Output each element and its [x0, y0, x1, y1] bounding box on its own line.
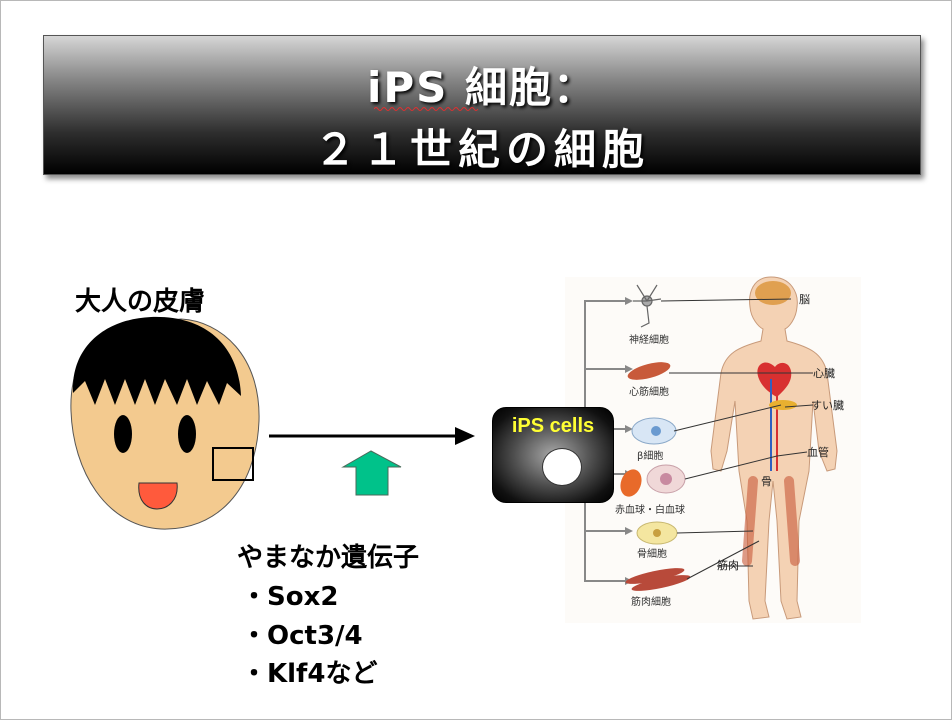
title-line-2: ２１世紀の細胞 [313, 125, 650, 174]
bone-cell-icon [636, 521, 678, 545]
differentiation-panel: 神経細胞 心筋細胞 β細胞 赤血球・白血球 骨細胞 筋肉細胞 [565, 276, 861, 623]
ips-cell-nucleus [542, 448, 582, 486]
mouth [138, 482, 178, 510]
organ-label-muscle: 筋肉 [717, 558, 739, 572]
ips-cell-label: iPS cells [511, 415, 595, 437]
face-illustration [70, 316, 260, 530]
cell-label-neuron: 神経細胞 [629, 333, 669, 346]
gene-item-klf4: ・Klf4など [241, 659, 378, 689]
hair [72, 316, 241, 405]
cell-label-muscle: 筋肉細胞 [631, 595, 671, 608]
cell-label-beta: β細胞 [637, 449, 663, 462]
organ-label-heart: 心臓 [813, 367, 835, 380]
blood-cell-icon [620, 464, 686, 497]
muscle-cell-icon [625, 568, 691, 591]
adult-skin-label: 大人の皮膚 [75, 287, 206, 317]
title-line-1: iPS 細胞： [366, 63, 598, 112]
gene-input-arrow [341, 450, 402, 496]
organ-label-pancreas: すい臓 [811, 399, 844, 412]
beta-cell-icon [631, 417, 677, 445]
right-eye [178, 415, 196, 453]
organ-label-vessel: 血管 [807, 445, 829, 459]
organ-label-bone: 骨 [761, 475, 772, 488]
cardiomyocyte-icon [627, 362, 671, 380]
human-body-icon [710, 276, 838, 620]
cell-label-cardiomyocyte: 心筋細胞 [629, 385, 669, 398]
organ-label-brain: 脳 [799, 293, 810, 306]
spellcheck-underline [374, 107, 479, 111]
cell-label-bone: 骨細胞 [637, 547, 667, 560]
skin-sample-box [212, 447, 254, 481]
gene-item-sox2: ・Sox2 [241, 582, 339, 612]
cell-label-blood: 赤血球・白血球 [615, 503, 685, 516]
left-eye [114, 415, 132, 453]
yamanaka-factors-title: やまなか遺伝子 [237, 543, 420, 573]
neuron-icon [633, 284, 662, 328]
reprogramming-arrow [269, 427, 475, 445]
ips-cell: iPS cells [492, 407, 614, 503]
title-banner: iPS 細胞： ２１世紀の細胞 [43, 35, 921, 175]
gene-item-oct34: ・Oct3/4 [241, 621, 363, 651]
